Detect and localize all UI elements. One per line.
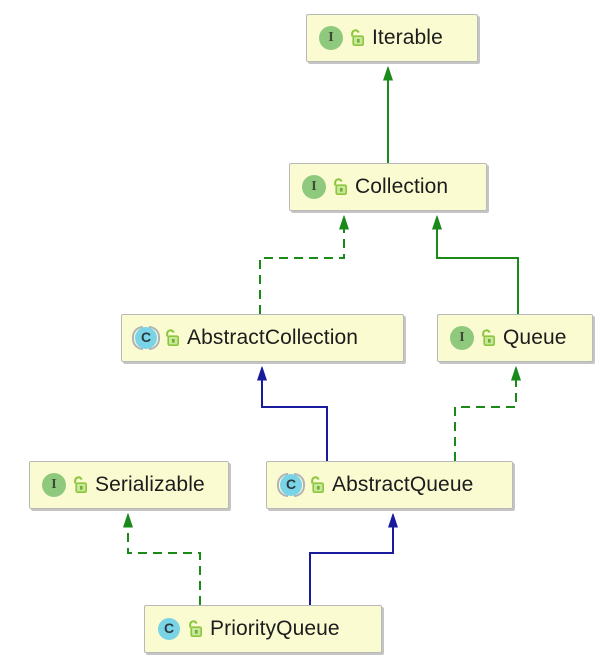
interface-icon: I [41,472,67,498]
node-label: Queue [503,326,567,349]
node-label: Collection [355,175,449,198]
edge-abstract-queue-to-abstract-collection [262,379,328,461]
node-serializable[interactable]: I Serializable [29,461,229,509]
interface-icon: I [318,25,344,51]
node-abstract-collection[interactable]: C AbstractCollection [121,314,404,362]
unlocked-padlock-icon [479,328,496,348]
edge-priority-queue-to-serializable [128,526,201,605]
edge-queue-to-collection [437,228,519,314]
unlocked-padlock-icon [308,475,325,495]
node-label: AbstractQueue [332,473,474,496]
node-iterable[interactable]: I Iterable [306,14,478,62]
edge-abstract-collection-to-collection [259,228,344,314]
node-label: Iterable [372,26,443,49]
node-label: AbstractCollection [187,326,359,349]
unlocked-padlock-icon [163,328,180,348]
unlocked-padlock-icon [348,28,365,48]
abstract-class-icon: C [277,472,305,498]
node-label: PriorityQueue [210,617,340,640]
node-label: Serializable [95,473,205,496]
edge-abstract-queue-to-queue [454,379,516,461]
class-icon: C [156,616,182,642]
abstract-class-icon: C [132,325,160,351]
node-priority-queue[interactable]: C PriorityQueue [144,605,382,653]
node-abstract-queue[interactable]: C AbstractQueue [266,461,513,509]
node-collection[interactable]: I Collection [289,163,487,211]
interface-icon: I [449,325,475,351]
unlocked-padlock-icon [186,619,203,639]
edge-priority-queue-to-abstract-queue [309,526,393,605]
unlocked-padlock-icon [71,475,88,495]
interface-icon: I [301,174,327,200]
node-queue[interactable]: I Queue [437,314,593,362]
unlocked-padlock-icon [331,177,348,197]
